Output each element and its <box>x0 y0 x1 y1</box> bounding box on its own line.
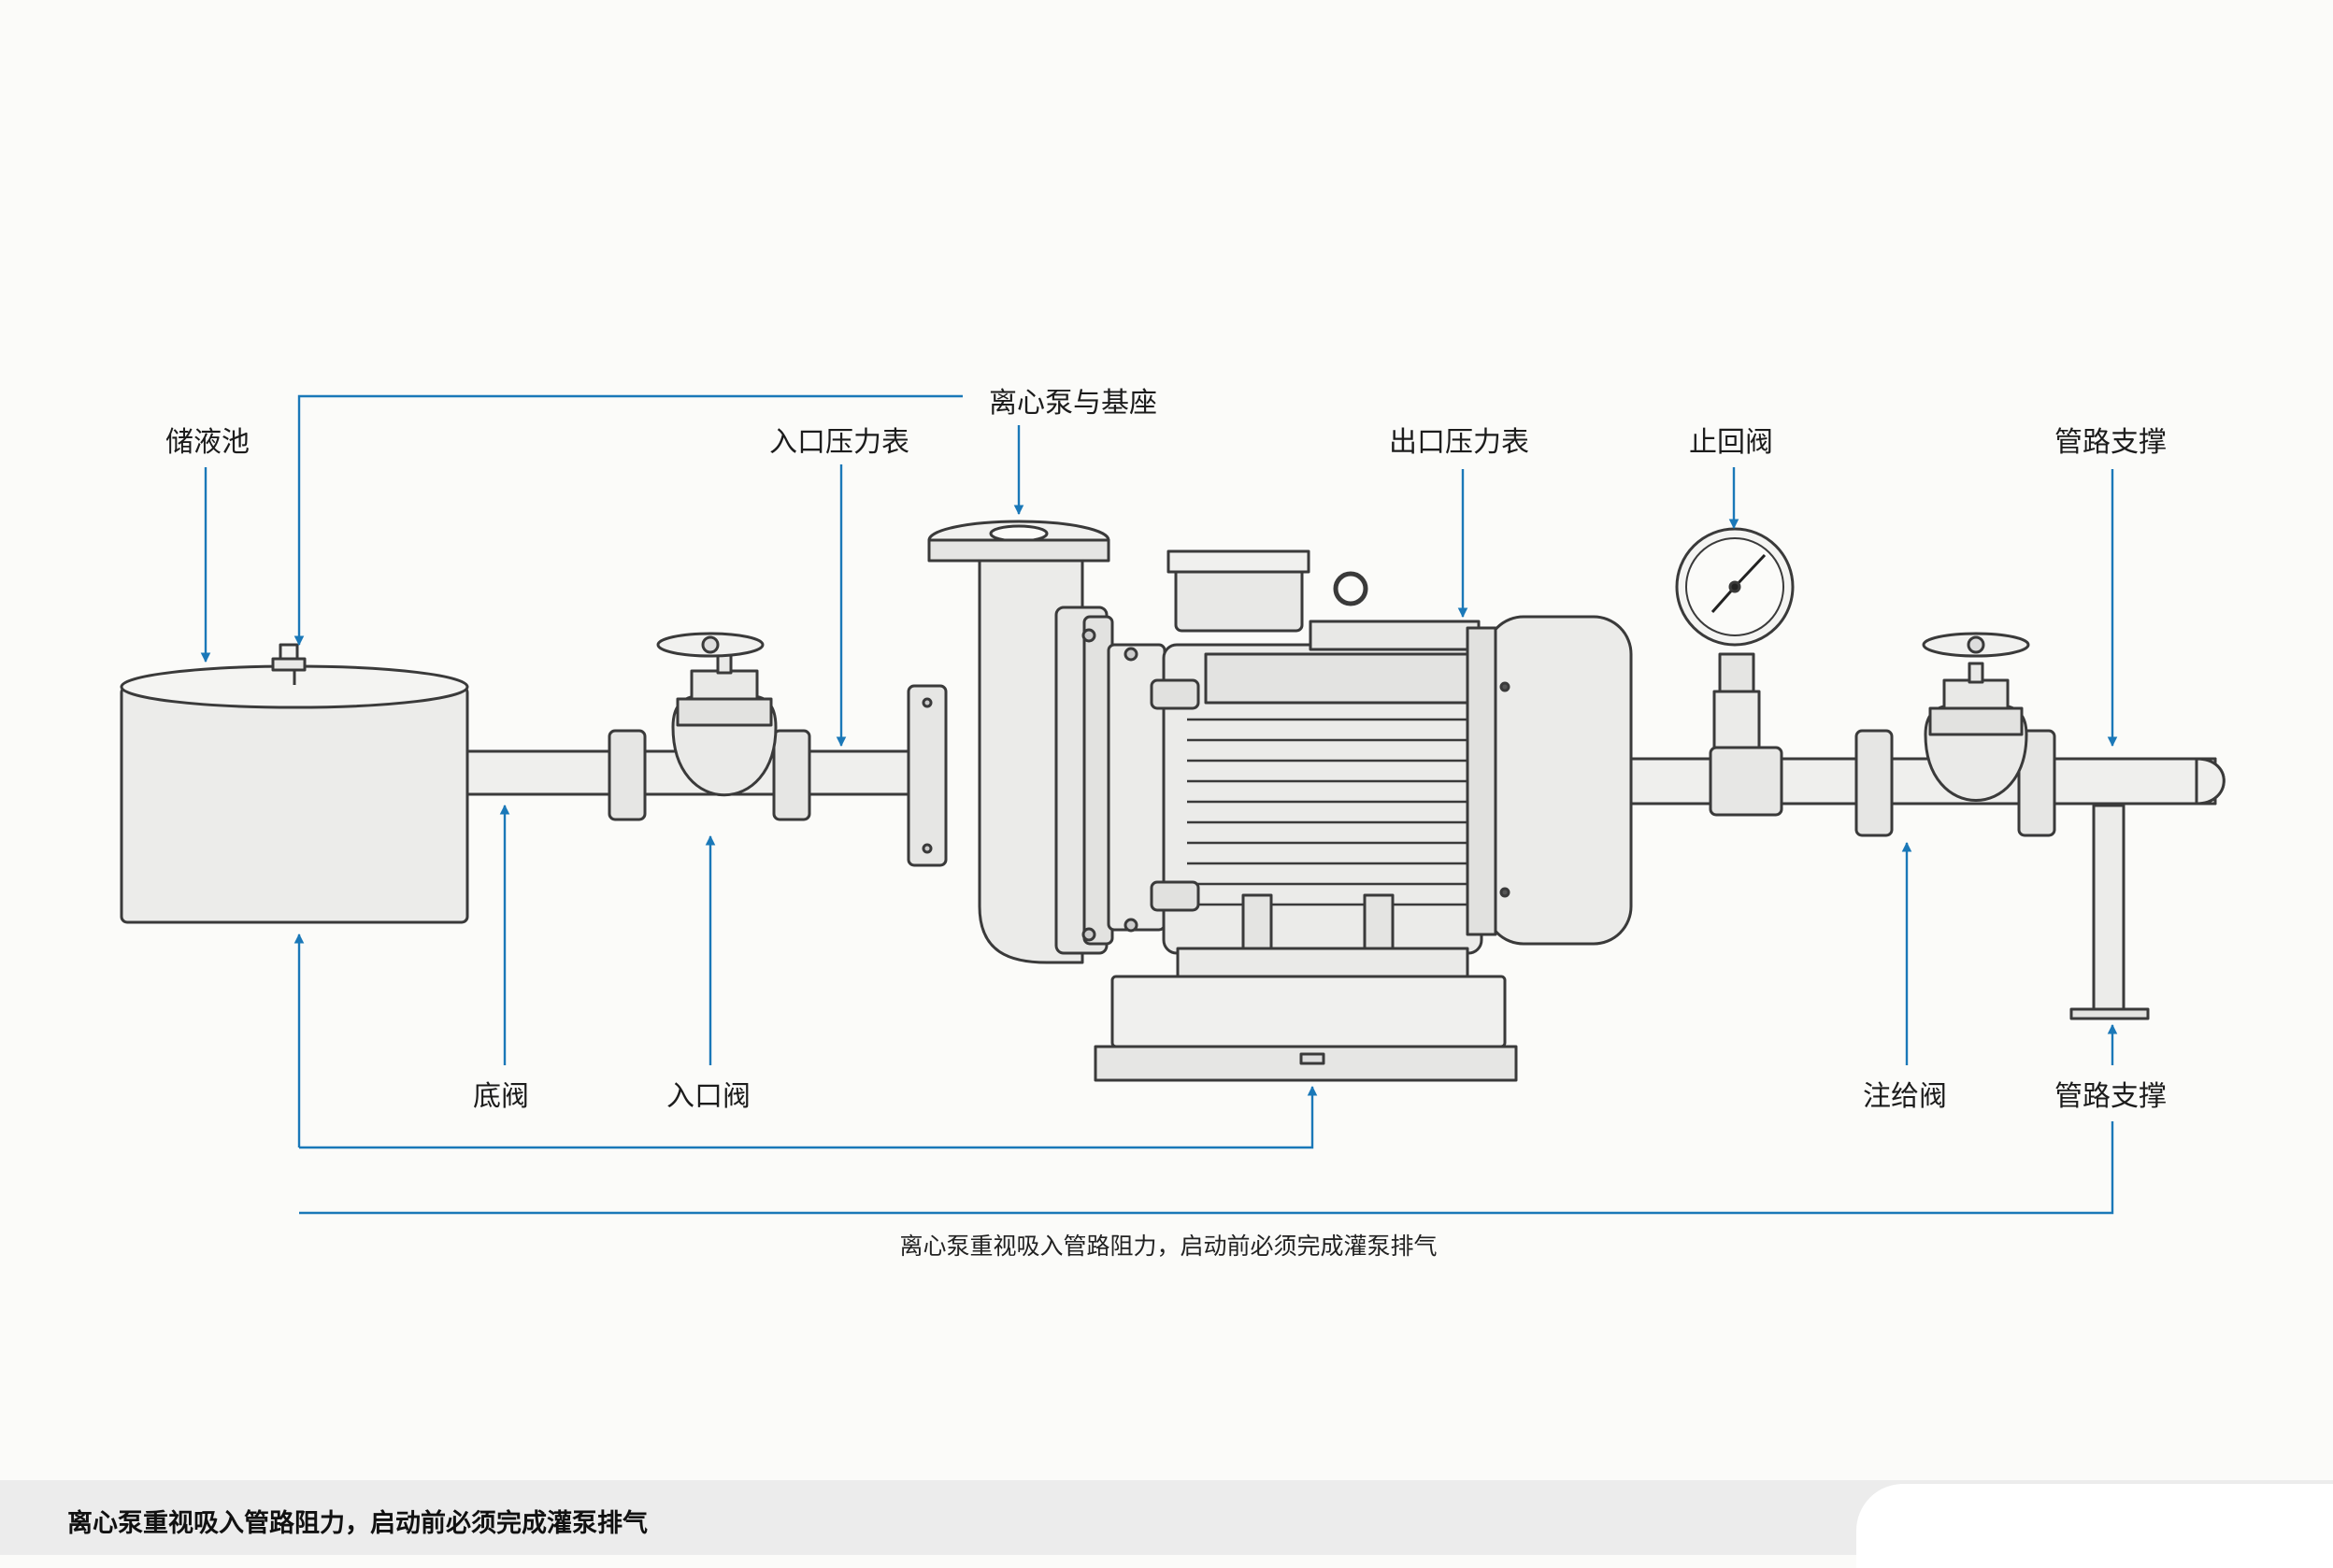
label-reservoir: 储液池 <box>165 426 250 459</box>
pump-casing <box>927 520 1166 964</box>
footer-tab <box>1856 1484 2333 1568</box>
inlet-valve-body <box>656 632 778 797</box>
pump-motor <box>1150 549 1633 961</box>
reservoir-tank <box>120 643 469 924</box>
label-outlet-gauge: 出口压力表 <box>1389 426 1529 459</box>
outlet-gauge <box>1675 527 1795 749</box>
pipe-support <box>2069 804 2150 1020</box>
label-check-valve: 止回阀 <box>1689 426 1773 459</box>
diagram-caption: 离心泵重视吸入管路阻力，启动前必须完成灌泵排气 <box>899 1233 1438 1260</box>
label-inlet-valve: 入口阀 <box>666 1080 751 1113</box>
label-pipe-support-top: 管路支撑 <box>2054 426 2167 459</box>
label-pipe-support-bottom: 管路支撑 <box>2054 1080 2167 1113</box>
discharge-pipe <box>1629 729 2226 837</box>
label-priming-valve: 注给阀 <box>1863 1080 1947 1113</box>
label-inlet-gauge: 入口压力表 <box>769 426 909 459</box>
check-valve-body <box>1922 632 2030 802</box>
footer-text: 离心泵重视吸入管路阻力，启动前必须完成灌泵排气 <box>67 1509 648 1538</box>
leader-lines <box>200 394 2118 1215</box>
label-foot-valve: 底阀 <box>473 1080 529 1113</box>
label-pump-base: 离心泵与基座 <box>989 387 1157 420</box>
pump-base <box>1094 947 1518 1082</box>
